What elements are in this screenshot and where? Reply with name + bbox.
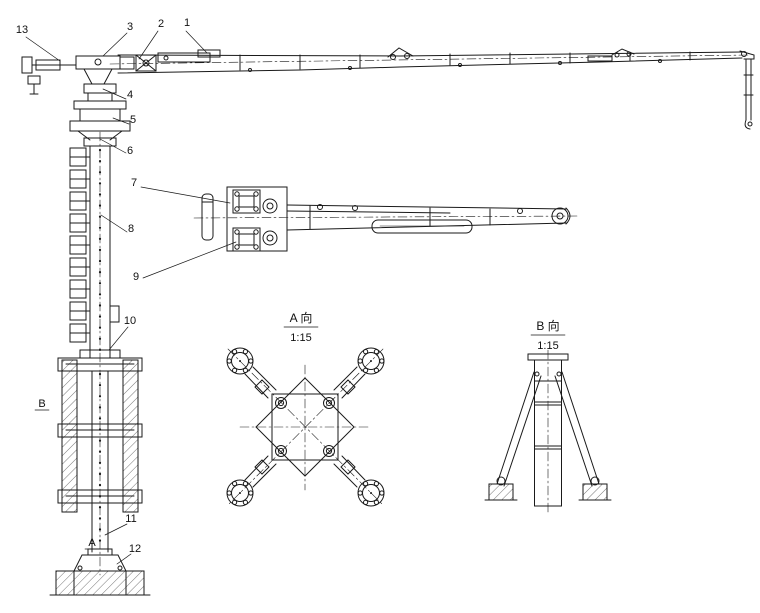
- part-label-9: 9: [133, 271, 139, 283]
- part-label-13: 13: [16, 24, 28, 36]
- section-mark-a: A: [88, 537, 96, 549]
- leader-lines: [25, 30, 566, 565]
- part-labels: 13 3 2 1 4 5 6 7 8 9 10 11 12: [16, 17, 190, 555]
- turret-assembly: [69, 55, 131, 147]
- main-boom: [109, 47, 749, 74]
- view-a-title: A 向: [290, 310, 313, 325]
- mast-ladder: [69, 147, 91, 343]
- outrigger-elevation-view: [484, 349, 612, 515]
- part-label-11: 11: [125, 513, 136, 525]
- part-label-3: 3: [127, 21, 133, 33]
- boom-root-bracket: [119, 49, 221, 72]
- part-label-10: 10: [124, 315, 136, 327]
- part-label-12: 12: [129, 543, 141, 555]
- boom-tip: [739, 50, 755, 130]
- section-mark-b: B: [38, 398, 45, 410]
- part-label-5: 5: [130, 114, 136, 126]
- detail-side-view: [193, 186, 579, 252]
- view-titles: A 向 1:15 B 向 1:15: [290, 310, 560, 352]
- part-label-1: 1: [184, 17, 190, 29]
- view-b-scale: 1:15: [537, 340, 558, 352]
- part-label-2: 2: [158, 18, 164, 30]
- part-label-7: 7: [131, 177, 137, 189]
- view-b-title: B 向: [536, 318, 559, 333]
- upper-mast: [79, 131, 121, 576]
- part-label-4: 4: [127, 89, 133, 101]
- section-marks: B A: [38, 398, 96, 549]
- foundation: [49, 548, 151, 596]
- part-label-8: 8: [128, 223, 134, 235]
- lower-tower: [57, 357, 143, 553]
- counter-jib: [21, 56, 77, 95]
- outrigger-plan-view: [226, 347, 385, 507]
- part-label-6: 6: [127, 145, 133, 157]
- view-a-scale: 1:15: [290, 332, 311, 344]
